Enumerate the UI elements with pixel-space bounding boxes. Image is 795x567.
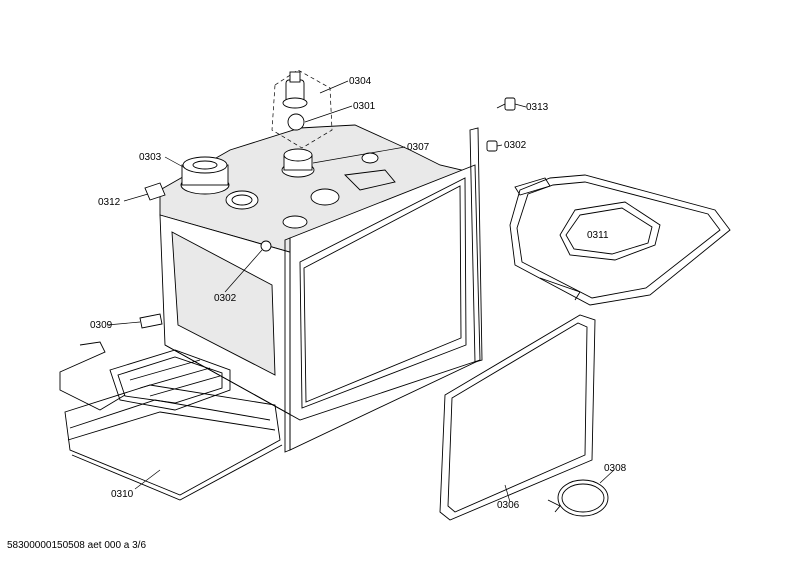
label-0309: 0309 [90, 320, 113, 331]
label-0307: 0307 [407, 142, 430, 153]
document-id: 58300000150508 aet 000 a 3/6 [7, 540, 147, 551]
label-0302-center: 0302 [214, 293, 237, 304]
clip [144, 182, 166, 201]
label-0303: 0303 [139, 152, 162, 163]
fan-ring [547, 479, 609, 517]
grill-element [509, 174, 731, 306]
leader-lines [106, 80, 615, 503]
label-0302-right: 0302 [504, 140, 527, 151]
label-0310: 0310 [111, 489, 134, 500]
label-0313: 0313 [526, 102, 549, 113]
lamp-assembly [271, 69, 333, 149]
oven-cavity [159, 124, 483, 453]
bottom-heater [59, 313, 231, 411]
fan-sensor [180, 156, 230, 195]
part-labels: 0304 0301 0307 0303 0312 0302 0313 0311 … [90, 76, 627, 511]
label-0306: 0306 [497, 500, 520, 511]
insulation-mat [64, 384, 283, 501]
label-0311: 0311 [587, 230, 609, 241]
label-0308: 0308 [604, 463, 627, 474]
center-screw [260, 240, 272, 252]
door-seal [439, 314, 596, 521]
lamp-socket [281, 148, 315, 178]
label-0301: 0301 [353, 101, 376, 112]
label-0304: 0304 [349, 76, 372, 87]
label-0312: 0312 [98, 197, 121, 208]
